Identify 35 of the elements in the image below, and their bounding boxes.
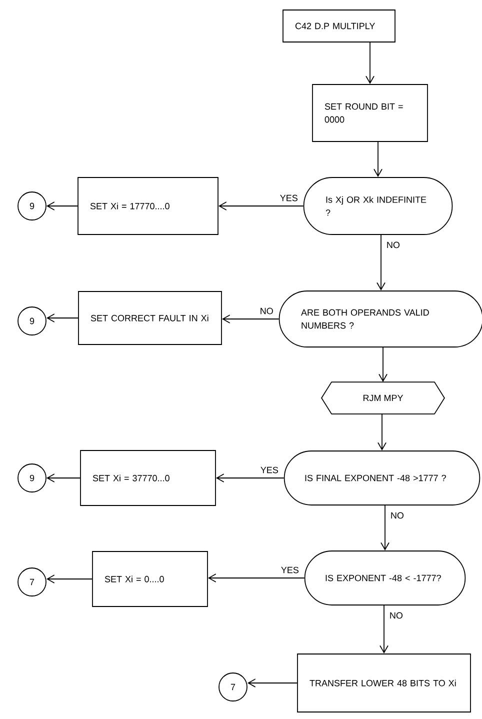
process-box: SET Xi = 0....0 bbox=[92, 551, 208, 607]
arrow bbox=[378, 347, 388, 382]
decision-box: Is Xj OR Xk INDEFINITE ? bbox=[303, 177, 453, 235]
arrow bbox=[222, 314, 280, 324]
process-box: SET CORRECT FAULT IN Xi bbox=[78, 291, 222, 345]
arrow bbox=[218, 202, 304, 210]
edge-label: NO bbox=[260, 308, 273, 314]
arrow bbox=[374, 142, 382, 178]
arrow bbox=[376, 234, 386, 291]
arrow bbox=[380, 505, 390, 551]
process-box: SET Xi = 37770...0 bbox=[80, 450, 216, 506]
arrow bbox=[247, 678, 298, 688]
arrow bbox=[208, 574, 305, 582]
edge-label: YES bbox=[280, 194, 298, 202]
arrow bbox=[46, 474, 80, 482]
decision-box: IS EXPONENT -48 < -1777? bbox=[304, 550, 466, 606]
decision-box: ARE BOTH OPERANDS VALID NUMBERS ? bbox=[278, 290, 482, 348]
arrow bbox=[378, 414, 386, 451]
edge-label: YES bbox=[281, 566, 298, 574]
process-box: TRANSFER LOWER 48 BITS TO Xi bbox=[297, 654, 471, 712]
edge-label: NO bbox=[390, 612, 403, 619]
arrow bbox=[216, 474, 284, 482]
subroutine-box: RJM MPY bbox=[321, 382, 445, 414]
edge-label: NO bbox=[391, 512, 404, 519]
decision-box: IS FINAL EXPONENT -48 >1777 ? bbox=[284, 450, 480, 506]
arrow bbox=[380, 605, 388, 654]
arrow bbox=[46, 574, 92, 584]
process-box: C42 D.P MULTIPLY bbox=[282, 10, 396, 42]
arrow bbox=[46, 314, 78, 322]
edge-label: NO bbox=[387, 242, 400, 248]
process-box: SET Xi = 17770....0 bbox=[78, 177, 218, 235]
arrow bbox=[46, 202, 78, 210]
edge-label: YES bbox=[260, 466, 278, 474]
arrow bbox=[366, 42, 374, 84]
process-box: SET ROUND BIT = 0000 bbox=[312, 84, 428, 142]
